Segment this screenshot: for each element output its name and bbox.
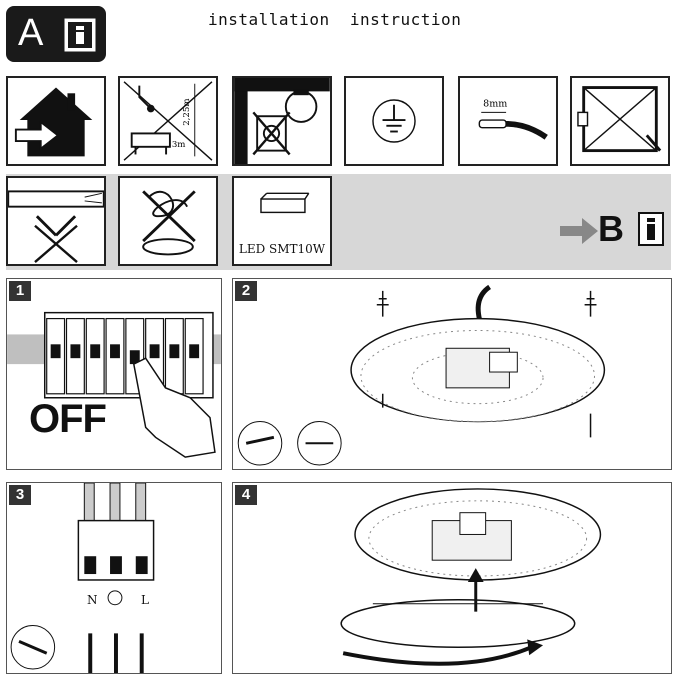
height-measure-label: 2,25m (182, 98, 192, 125)
step-3-number: 3 (9, 485, 31, 505)
ground-symbol-icon (344, 76, 444, 166)
step-1-number: 1 (9, 281, 31, 301)
circuit-breaker-illustration (7, 311, 221, 458)
do-not-cut-cable-icon (6, 176, 106, 266)
step-2-number: 2 (235, 281, 257, 301)
manual-book-icon (64, 18, 96, 52)
page-title: installation instruction (208, 10, 462, 29)
step-2-panel: 2 (232, 278, 672, 470)
arrow-right-icon (560, 218, 598, 244)
wire-strip-icon: 8mm (458, 76, 558, 166)
step-1-panel: 1 OFF (6, 278, 222, 470)
section-a-badge: A (6, 6, 106, 62)
grey-band (6, 174, 671, 270)
unplug-before-install-icon (570, 76, 670, 166)
go-to-section-b: B (560, 208, 670, 258)
bathroom-distance-icon: 2,25m 3m (118, 76, 218, 166)
section-a-letter: A (18, 12, 44, 54)
section-b-letter: B (598, 208, 624, 249)
no-tangled-wires-icon (118, 176, 218, 266)
neutral-wire-label: N (87, 593, 98, 607)
strip-length-label: 8mm (483, 99, 507, 110)
step-4-panel: 4 (232, 482, 672, 674)
led-module-icon: LED SMT10W (232, 176, 332, 266)
step-4-number: 4 (235, 485, 257, 505)
no-dimmer-icon (232, 76, 332, 166)
width-measure-label: 3m (172, 140, 186, 150)
led-spec-label: LED SMT10W (238, 242, 326, 256)
live-wire-label: L (141, 593, 149, 607)
step-3-panel: 3 N L (6, 482, 222, 674)
wire-terminal-illustration (10, 483, 155, 673)
ceiling-mount-illustration (237, 284, 606, 466)
attach-cover-illustration (340, 488, 602, 666)
off-label: OFF (29, 397, 107, 441)
indoor-use-icon (6, 76, 106, 166)
manual-book-icon (638, 212, 664, 246)
